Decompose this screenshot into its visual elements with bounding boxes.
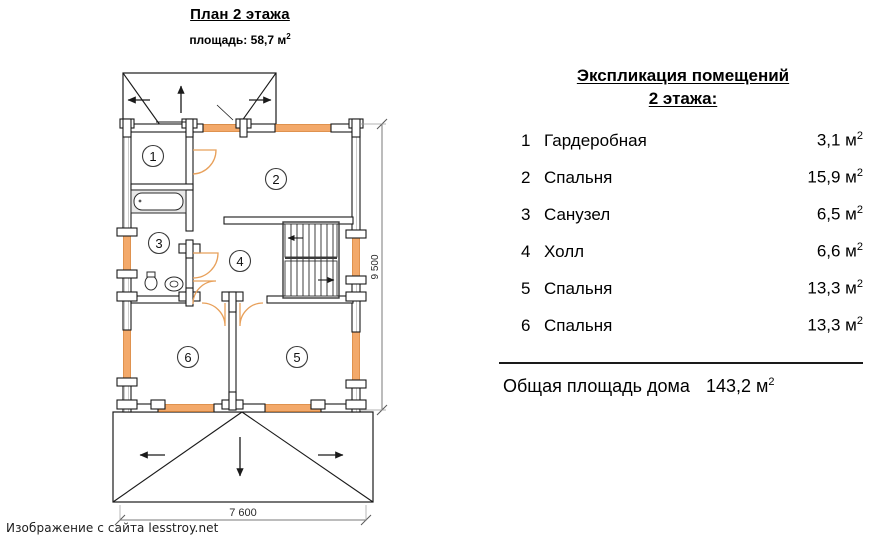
svg-text:2: 2	[272, 172, 279, 187]
leader-line	[156, 104, 234, 123]
room-area: 3,1 м2	[816, 130, 863, 150]
room-number: 1	[521, 130, 531, 150]
page-title: План 2 этажа	[190, 6, 290, 23]
room-number: 2	[521, 167, 531, 187]
plan-area-superscript: 2	[286, 32, 291, 41]
dimension-vertical: 9 500	[360, 118, 388, 416]
door-room-3-lower	[192, 280, 217, 305]
plan-area-label: площадь:	[189, 33, 248, 47]
plan-area-subtitle: площадь: 58,7 м2	[110, 30, 370, 47]
table-row: 2 Спальня 15,9 м2	[497, 167, 869, 204]
window-left-1	[123, 232, 131, 276]
dimension-horizontal: 7 600	[114, 505, 372, 526]
room-area: 15,9 м2	[807, 167, 863, 187]
explication-panel: Экспликация помещений 2 этажа: 1 Гардеро…	[497, 64, 869, 397]
bathroom-fixtures	[130, 189, 187, 292]
room-number: 6	[521, 315, 531, 335]
table-row: 1 Гардеробная 3,1 м2	[497, 130, 869, 167]
room-area: 6,6 м2	[816, 241, 863, 261]
door-room-3-upper	[192, 252, 219, 279]
plan-area-value: 58,7 м	[250, 33, 287, 47]
room-name: Холл	[544, 241, 585, 261]
total-area-label: Общая площадь дома	[503, 376, 690, 396]
explication-title: Экспликация помещений 2 этажа:	[497, 64, 869, 110]
dimension-height-label: 9 500	[370, 254, 381, 279]
staircase	[282, 221, 340, 299]
window-top-2	[274, 124, 332, 132]
svg-text:1: 1	[149, 149, 156, 164]
room-marker-2: 2	[264, 167, 288, 191]
door-room-6	[201, 302, 226, 327]
room-marker-4: 4	[228, 249, 252, 273]
explication-divider	[499, 362, 863, 364]
watermark: Изображение с сайта lesstroy.net	[6, 521, 219, 535]
explication-title-line1: Экспликация помещений	[576, 66, 790, 85]
room-area: 13,3 м2	[807, 278, 863, 298]
room-marker-1: 1	[141, 144, 165, 168]
svg-text:6: 6	[184, 350, 191, 365]
room-area: 13,3 м2	[807, 315, 863, 335]
room-marker-3: 3	[147, 231, 171, 255]
svg-text:4: 4	[236, 254, 243, 269]
bottom-canopy	[112, 411, 374, 503]
explication-room-list: 1 Гардеробная 3,1 м2 2 Спальня 15,9 м2 3…	[497, 130, 869, 352]
room-name: Гардеробная	[544, 130, 647, 150]
wall-posts	[116, 118, 367, 411]
room-marker-6: 6	[176, 345, 200, 369]
room-number: 5	[521, 278, 531, 298]
window-bottom-1	[157, 404, 215, 412]
room-number: 3	[521, 204, 531, 224]
window-left-2	[123, 329, 131, 383]
door-swings	[192, 149, 264, 327]
svg-text:5: 5	[293, 350, 300, 365]
window-right-1	[352, 234, 360, 281]
total-area-row: Общая площадь дома 143,2 м2	[497, 364, 869, 397]
room-name: Спальня	[544, 315, 613, 335]
window-top-1	[202, 124, 242, 132]
table-row: 3 Санузел 6,5 м2	[497, 204, 869, 241]
plan-heading: План 2 этажа площадь: 58,7 м2	[110, 6, 370, 47]
table-row: 5 Спальня 13,3 м2	[497, 278, 869, 315]
toilet-icon	[144, 275, 158, 291]
table-row: 6 Спальня 13,3 м2	[497, 315, 869, 352]
room-area: 6,5 м2	[816, 204, 863, 224]
room-name: Спальня	[544, 278, 613, 298]
room-name: Санузел	[544, 204, 611, 224]
room-number: 4	[521, 241, 531, 261]
window-right-2	[352, 331, 360, 385]
total-area-value: 143,2 м2	[705, 376, 775, 396]
svg-text:3: 3	[155, 236, 162, 251]
room-number-markers: 1 2 3 4 5 6	[141, 144, 309, 369]
explication-title-line2: 2 этажа:	[648, 89, 718, 108]
door-room-1	[192, 149, 217, 175]
dimension-width-label: 7 600	[229, 507, 257, 519]
room-name: Спальня	[544, 167, 613, 187]
room-marker-5: 5	[285, 345, 309, 369]
top-canopy	[122, 72, 277, 126]
table-row: 4 Холл 6,6 м2	[497, 241, 869, 278]
bathtub-icon	[133, 192, 184, 211]
door-room-5	[239, 302, 264, 327]
